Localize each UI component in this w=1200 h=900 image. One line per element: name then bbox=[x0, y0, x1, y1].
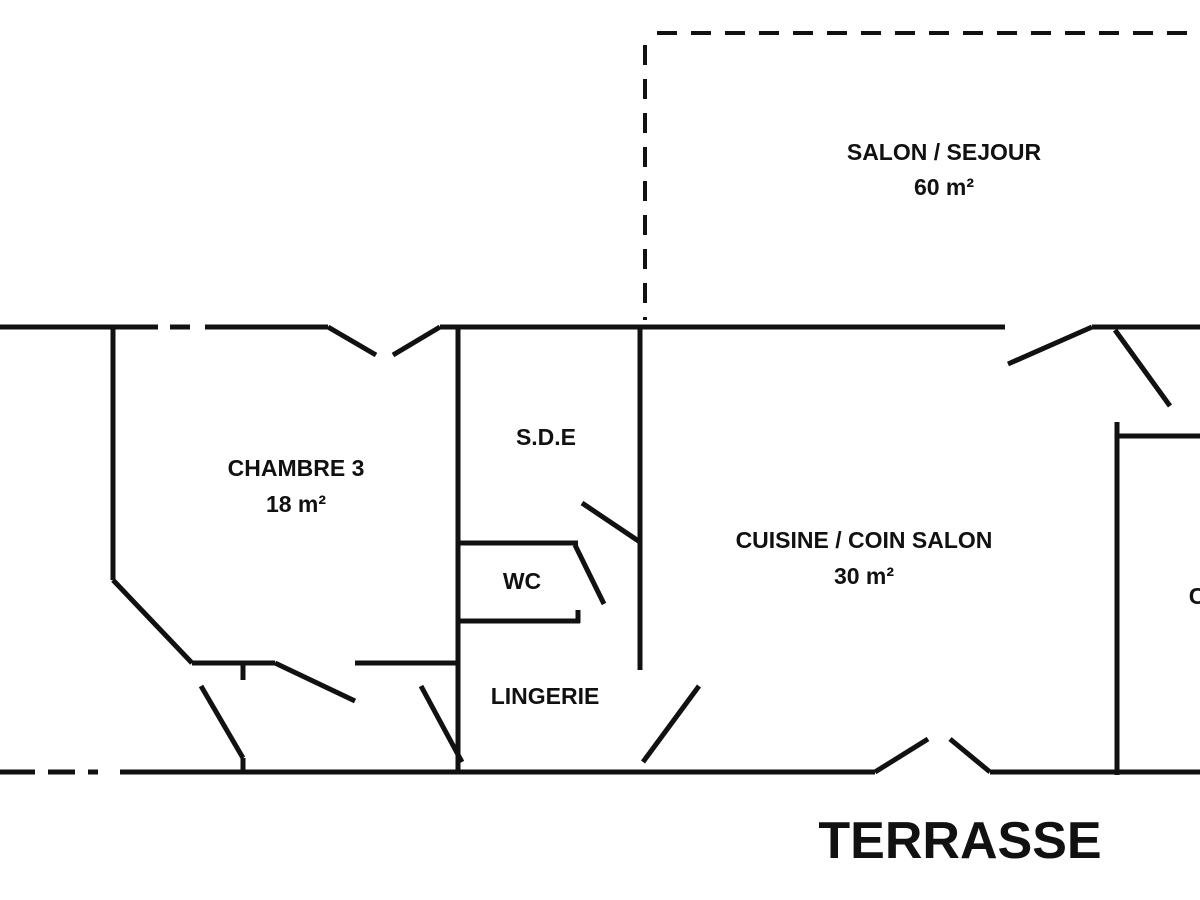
cuisine-name: CUISINE / COIN SALON bbox=[736, 527, 993, 553]
cuisine-area: 30 m² bbox=[834, 563, 894, 589]
right-room-walls bbox=[1114, 422, 1200, 775]
lingerie-name: LINGERIE bbox=[491, 683, 600, 709]
bathroom-walls bbox=[458, 327, 643, 670]
chambre3-name: CHAMBRE 3 bbox=[228, 455, 365, 481]
chambre3-walls bbox=[110, 327, 461, 772]
salon-dashed-outline bbox=[643, 31, 1200, 320]
chambre3-area: 18 m² bbox=[266, 491, 326, 517]
terrasse-label: TERRASSE bbox=[818, 812, 1101, 870]
cropped-room-name: C bbox=[1189, 583, 1200, 609]
sde-name: S.D.E bbox=[516, 424, 576, 450]
door-swings bbox=[198, 324, 1173, 775]
salon-name: SALON / SEJOUR bbox=[847, 139, 1042, 165]
salon-area: 60 m² bbox=[914, 174, 974, 200]
wc-name: WC bbox=[503, 568, 541, 594]
